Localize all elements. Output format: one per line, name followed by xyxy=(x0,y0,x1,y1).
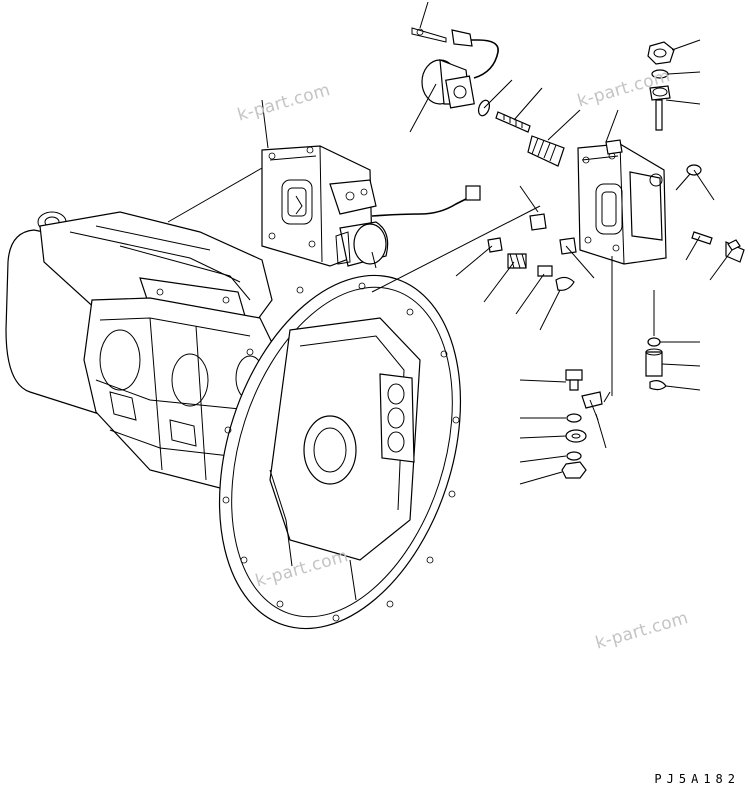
hex-nut-lower xyxy=(561,461,587,479)
hex-nut-top xyxy=(647,41,675,65)
pin-right xyxy=(691,231,713,245)
plug-left xyxy=(487,237,503,253)
servo-valve-block xyxy=(261,145,481,267)
bracket-link xyxy=(581,391,603,421)
solenoid-assembly xyxy=(411,27,499,109)
cap-screw-right xyxy=(675,164,702,191)
drain-plug xyxy=(555,276,575,291)
elbow-fitting xyxy=(725,239,745,263)
plug-center xyxy=(529,213,547,231)
washer-lower-2 xyxy=(566,451,582,461)
stud-bolt xyxy=(537,265,553,277)
valve-spring xyxy=(527,135,565,167)
sleeve-lower xyxy=(645,348,663,377)
bolt-lower xyxy=(565,369,583,391)
valve-spool xyxy=(495,111,531,133)
o-ring-lower xyxy=(647,337,661,347)
regulator-valve-body xyxy=(577,139,667,265)
leader-lines xyxy=(167,1,733,485)
flywheel-housing xyxy=(218,274,462,630)
spacer-lower xyxy=(565,429,587,443)
snap-ring xyxy=(649,380,667,391)
washer-lower-1 xyxy=(566,413,582,423)
adjust-screw xyxy=(649,85,671,131)
drawing-code: PJ5A182 xyxy=(654,772,740,786)
plug-fitting xyxy=(559,237,577,255)
